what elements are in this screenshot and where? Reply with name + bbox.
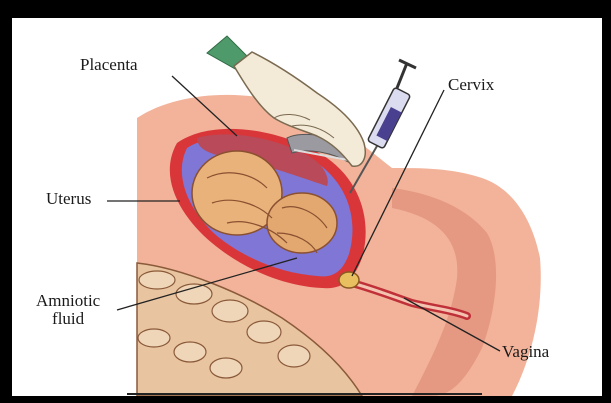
label-amniotic-line1: Amniotic <box>36 292 100 310</box>
cervix <box>339 272 359 288</box>
diagram-frame: Placenta Cervix Uterus Amniotic fluid Va… <box>12 18 602 396</box>
label-vagina: Vagina <box>502 343 549 361</box>
label-placenta: Placenta <box>80 56 138 74</box>
label-cervix: Cervix <box>448 76 494 94</box>
label-amniotic-fluid: Amniotic fluid <box>36 292 100 328</box>
label-uterus: Uterus <box>46 190 91 208</box>
label-amniotic-line2: fluid <box>36 310 100 328</box>
amniocentesis-diagram <box>12 18 602 396</box>
